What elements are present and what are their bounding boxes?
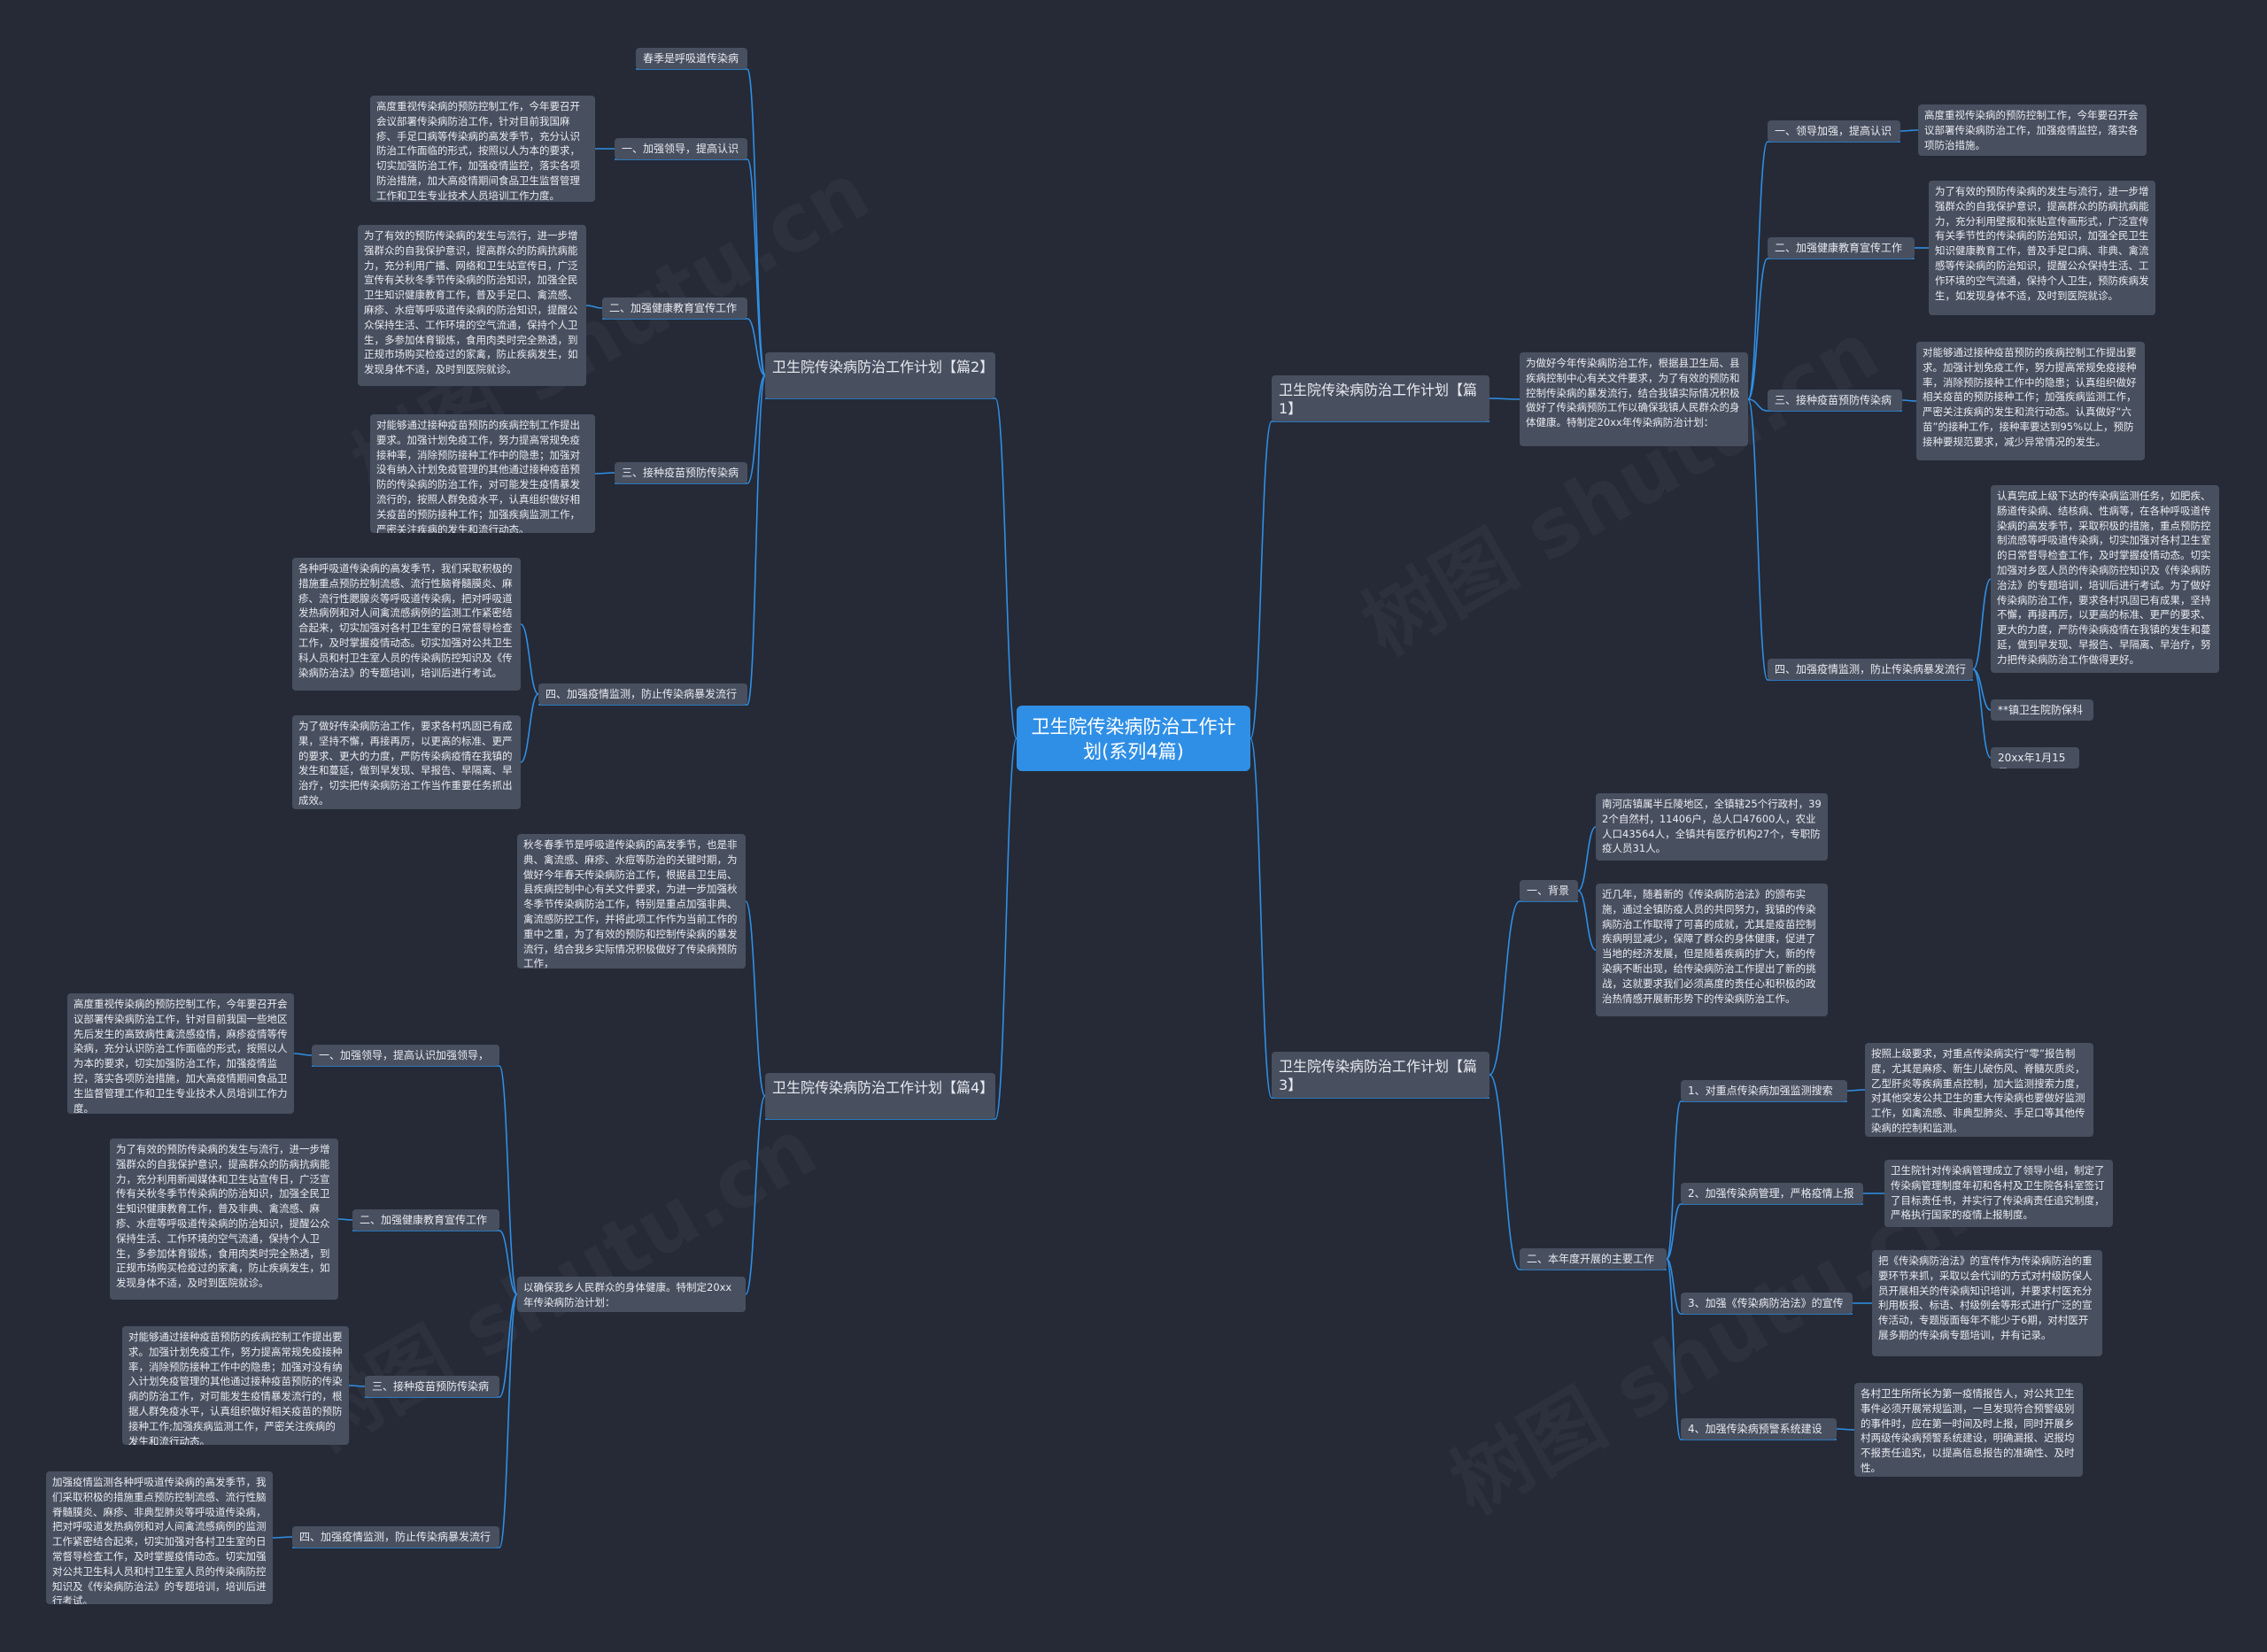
connector-line xyxy=(499,1230,518,1295)
b2-section-3-text[interactable]: 对能够通过接种疫苗预防的疾病控制工作提出要求。加强计划免疫工作，努力提高常规免疫… xyxy=(370,414,595,533)
connector-line xyxy=(747,374,766,706)
b4-section-1-text[interactable]: 高度重视传染病的预防控制工作，今年要召开会议部署传染病防治工作，针对目前我国一些… xyxy=(67,993,294,1114)
connector-line xyxy=(1666,1203,1682,1260)
b4-section-2-text[interactable]: 为了有效的预防传染病的发生与流行，进一步增强群众的自我保护意识，提高群众的防病抗… xyxy=(110,1139,338,1300)
connector-line xyxy=(520,693,539,763)
connector-line xyxy=(1972,668,1992,759)
b3-item-2[interactable]: 2、加强传染病管理，严格疫情上报 xyxy=(1681,1183,1863,1204)
b3-item-3-text[interactable]: 把《传染病防治法》的宣传作为传染病防治的重要环节来抓，采取以会代训的方式对村级防… xyxy=(1872,1250,2102,1356)
connector-line xyxy=(1666,1100,1682,1260)
b1-date[interactable]: 20xx年1月15日 xyxy=(1991,747,2079,768)
b3-item-4[interactable]: 4、加强传染病预警系统建设 xyxy=(1681,1418,1837,1440)
b1-signature[interactable]: **镇卫生院防保科 xyxy=(1991,699,2093,721)
connector-line xyxy=(994,737,1017,1120)
branch-4-intro-2[interactable]: 以确保我乡人民群众的身体健康。特制定20xx年传染病防治计划： xyxy=(517,1277,746,1312)
b4-section-3-text[interactable]: 对能够通过接种疫苗预防的疾病控制工作提出要求。加强计划免疫工作，努力提高常规免疫… xyxy=(122,1326,349,1445)
connector-line xyxy=(1577,826,1597,892)
root-topic[interactable]: 卫生院传染病防治工作计划(系列4篇) xyxy=(1017,706,1250,771)
connector-line xyxy=(1250,737,1273,1099)
connector-line xyxy=(520,623,539,695)
connector-line xyxy=(1747,398,1768,412)
connector-line xyxy=(1899,129,1919,132)
connector-line xyxy=(1577,890,1597,951)
connector-line xyxy=(1250,421,1273,739)
branch-4-intro[interactable]: 秋冬春季节是呼吸道传染病的高发季节，也是非典、禽流感、麻疹、水痘等防治的关键时期… xyxy=(517,834,746,969)
b3-section-2[interactable]: 二、本年度开展的主要工作 xyxy=(1520,1248,1667,1270)
b4-section-4[interactable]: 四、加强疫情监测，防止传染病暴发流行 xyxy=(292,1526,499,1548)
b2-section-3[interactable]: 三、接种疫苗预防传染病 xyxy=(615,462,747,483)
connector-line xyxy=(1747,398,1768,681)
b1-section-4-text[interactable]: 认真完成上级下达的传染病监测任务，如肥疾、肠道传染病、结核病、性病等，在各种呼吸… xyxy=(1991,485,2219,673)
connector-line xyxy=(293,1053,313,1056)
b2-section-1-text[interactable]: 高度重视传染病的预防控制工作，今年要召开会议部署传染病防治工作，针对目前我国麻疹… xyxy=(370,96,595,202)
b1-section-2-text[interactable]: 为了有效的预防传染病的发生与流行，进一步增强群众的自我保护意识，提高群众的防病抗… xyxy=(1929,181,2155,315)
b2-section-2-text[interactable]: 为了有效的预防传染病的发生与流行，进一步增强群众的自我保护意识，提高群众的防病抗… xyxy=(358,225,586,386)
b1-section-1[interactable]: 一、领导加强，提高认识 xyxy=(1768,120,1900,142)
connector-line xyxy=(585,305,603,309)
b2-section-4[interactable]: 四、加强疫情监测，防止传染病暴发流行 xyxy=(538,683,747,705)
connector-line xyxy=(499,1065,518,1295)
connector-line xyxy=(1901,399,1917,402)
connector-line xyxy=(1489,398,1520,400)
b2-section-4-text-2[interactable]: 为了做好传染病防治工作，要求各村巩固已有成果，坚持不懈，再接再厉，以更高的标准、… xyxy=(292,715,521,809)
connector-line xyxy=(1972,578,1992,670)
b2-section-2[interactable]: 二、加强健康教育宣传工作 xyxy=(602,297,747,319)
b3-section-1[interactable]: 一、背景 xyxy=(1520,880,1578,901)
connector-line xyxy=(747,158,766,376)
connector-line xyxy=(745,900,766,1097)
b3-item-1[interactable]: 1、对重点传染病加强监测搜索 xyxy=(1681,1080,1847,1101)
b3-item-3[interactable]: 3、加强《传染病防治法》的宣传 xyxy=(1681,1293,1853,1314)
b4-section-1[interactable]: 一、加强领导，提高认识加强领导， xyxy=(312,1045,499,1066)
connector-line xyxy=(499,1293,518,1548)
branch-title-1[interactable]: 卫生院传染病防治工作计划【篇1】 xyxy=(1272,375,1489,421)
connector-line xyxy=(747,68,766,376)
connector-line xyxy=(594,472,615,475)
connector-line xyxy=(1972,668,1992,711)
b2-section-0[interactable]: 春季是呼吸道传染病 xyxy=(636,48,747,69)
connector-line xyxy=(1747,141,1768,400)
connector-line xyxy=(272,1536,293,1539)
branch-title-3[interactable]: 卫生院传染病防治工作计划【篇3】 xyxy=(1272,1052,1489,1098)
connector-line xyxy=(747,318,766,376)
branch-1-intro[interactable]: 为做好今年传染病防治工作，根据县卫生局、县疾病控制中心有关文件要求，为了有效的预… xyxy=(1520,352,1748,446)
b1-section-3[interactable]: 三、接种疫苗预防传染病 xyxy=(1768,390,1902,411)
connector-line xyxy=(1666,1258,1682,1440)
b1-section-4[interactable]: 四、加强疫情监测，防止传染病暴发流行 xyxy=(1768,659,1973,680)
connector-line xyxy=(337,1218,353,1221)
branch-title-2[interactable]: 卫生院传染病防治工作计划【篇2】 xyxy=(765,352,995,398)
b4-section-3[interactable]: 三、接种疫苗预防传染病 xyxy=(365,1376,499,1397)
b3-section-1-text-2[interactable]: 近几年，随着新的《传染病防治法》的颁布实施，通过全镇防疫人员的共同努力，我镇的传… xyxy=(1596,884,1828,1016)
b4-section-4-text[interactable]: 加强疫情监测各种呼吸道传染病的高发季节，我们采取积极的措施重点预防控制流感、流行… xyxy=(46,1471,273,1604)
connector-line xyxy=(1666,1258,1682,1315)
b1-section-2[interactable]: 二、加强健康教育宣传工作 xyxy=(1768,237,1915,259)
connector-line xyxy=(1747,258,1768,400)
b1-section-3-text[interactable]: 对能够通过接种疫苗预防的疾病控制工作提出要求。加强计划免疫工作，努力提高常规免疫… xyxy=(1916,342,2145,460)
b1-section-1-text[interactable]: 高度重视传染病的预防控制工作，今年要召开会议部署传染病防治工作，加强疫情监控，落… xyxy=(1918,104,2147,156)
b3-item-4-text[interactable]: 各村卫生所所长为第一疫情报告人，对公共卫生事件必须开展常规监测，一旦发现符合预警… xyxy=(1854,1383,2083,1477)
b2-section-4-text-1[interactable]: 各种呼吸道传染病的高发季节，我们采取积极的措施重点预防控制流感、流行性脑脊髓膜炎… xyxy=(292,558,521,691)
b2-section-1[interactable]: 一、加强领导，提高认识 xyxy=(615,138,747,159)
connector-line xyxy=(1489,900,1520,1076)
b3-section-1-text-1[interactable]: 南河店镇属半丘陵地区，全镇辖25个行政村，392个自然村，11406户，总人口4… xyxy=(1596,793,1828,861)
connector-line xyxy=(499,1293,518,1398)
connector-line xyxy=(747,374,766,484)
connector-line xyxy=(745,1095,766,1295)
connector-line xyxy=(1836,1428,1855,1431)
branch-title-4[interactable]: 卫生院传染病防治工作计划【篇4】 xyxy=(765,1073,995,1119)
connector-line xyxy=(994,398,1017,739)
b4-section-2[interactable]: 二、加强健康教育宣传工作 xyxy=(352,1209,499,1231)
connector-line xyxy=(1846,1089,1866,1092)
b3-item-2-text[interactable]: 卫生院针对传染病管理成立了领导小组，制定了传染病管理制度年初和各村及卫生院各科室… xyxy=(1884,1160,2113,1227)
connector-line xyxy=(1489,1074,1520,1270)
b3-item-1-text[interactable]: 按照上级要求，对重点传染病实行“零”报告制度，尤其是麻疹、新生儿破伤风、脊髓灰质… xyxy=(1865,1043,2093,1137)
